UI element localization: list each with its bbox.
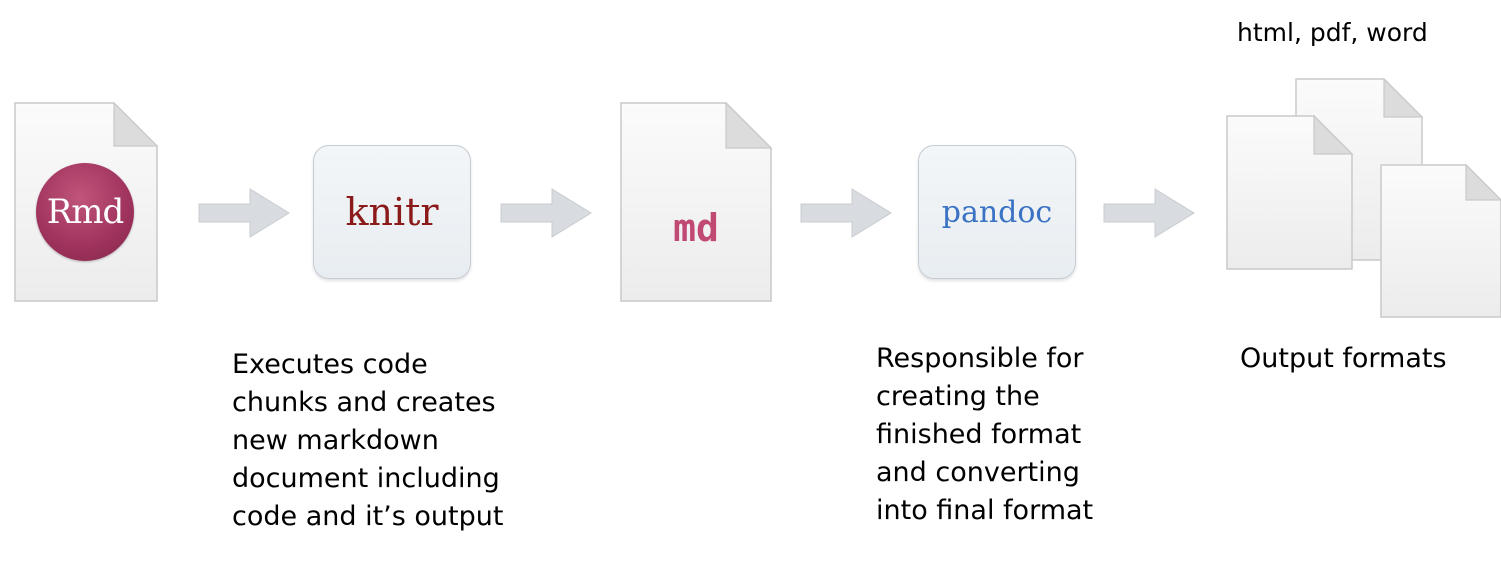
caption-line: Executes code: [232, 349, 428, 380]
rmd-label: Rmd: [46, 192, 125, 232]
caption-line: finished format: [876, 419, 1082, 450]
outputs-caption: Output formats: [1240, 340, 1447, 378]
md-label: md: [673, 206, 719, 250]
caption-line: document including: [232, 463, 500, 494]
rmd-document-icon: Rmd: [14, 102, 158, 302]
md-document-icon: md: [620, 102, 772, 302]
caption-line: and converting: [876, 457, 1080, 488]
arrow-pandoc-to-outputs: [1103, 188, 1195, 238]
caption-line: Responsible for: [876, 343, 1084, 374]
arrow-rmd-to-knitr: [198, 188, 290, 238]
caption-line: Output formats: [1240, 343, 1447, 374]
pandoc-caption: Responsible for creating the finished fo…: [876, 340, 1093, 530]
knitr-label: knitr: [345, 190, 439, 234]
caption-line: into final format: [876, 495, 1094, 526]
caption-line: new markdown: [232, 425, 439, 456]
output-formats-list: html, pdf, word: [1237, 18, 1428, 47]
pandoc-label: pandoc: [941, 194, 1053, 230]
arrow-md-to-pandoc: [800, 188, 892, 238]
arrow-knitr-to-md: [500, 188, 592, 238]
caption-line: code and it’s output: [232, 501, 504, 532]
output-documents-icon: [1226, 77, 1501, 318]
knitr-caption: Executes code chunks and creates new mar…: [232, 346, 503, 536]
caption-line: chunks and creates: [232, 387, 496, 418]
pandoc-box: pandoc: [918, 145, 1076, 279]
knitr-box: knitr: [313, 145, 471, 279]
rmd-badge: Rmd: [36, 163, 134, 261]
caption-line: creating the: [876, 381, 1040, 412]
